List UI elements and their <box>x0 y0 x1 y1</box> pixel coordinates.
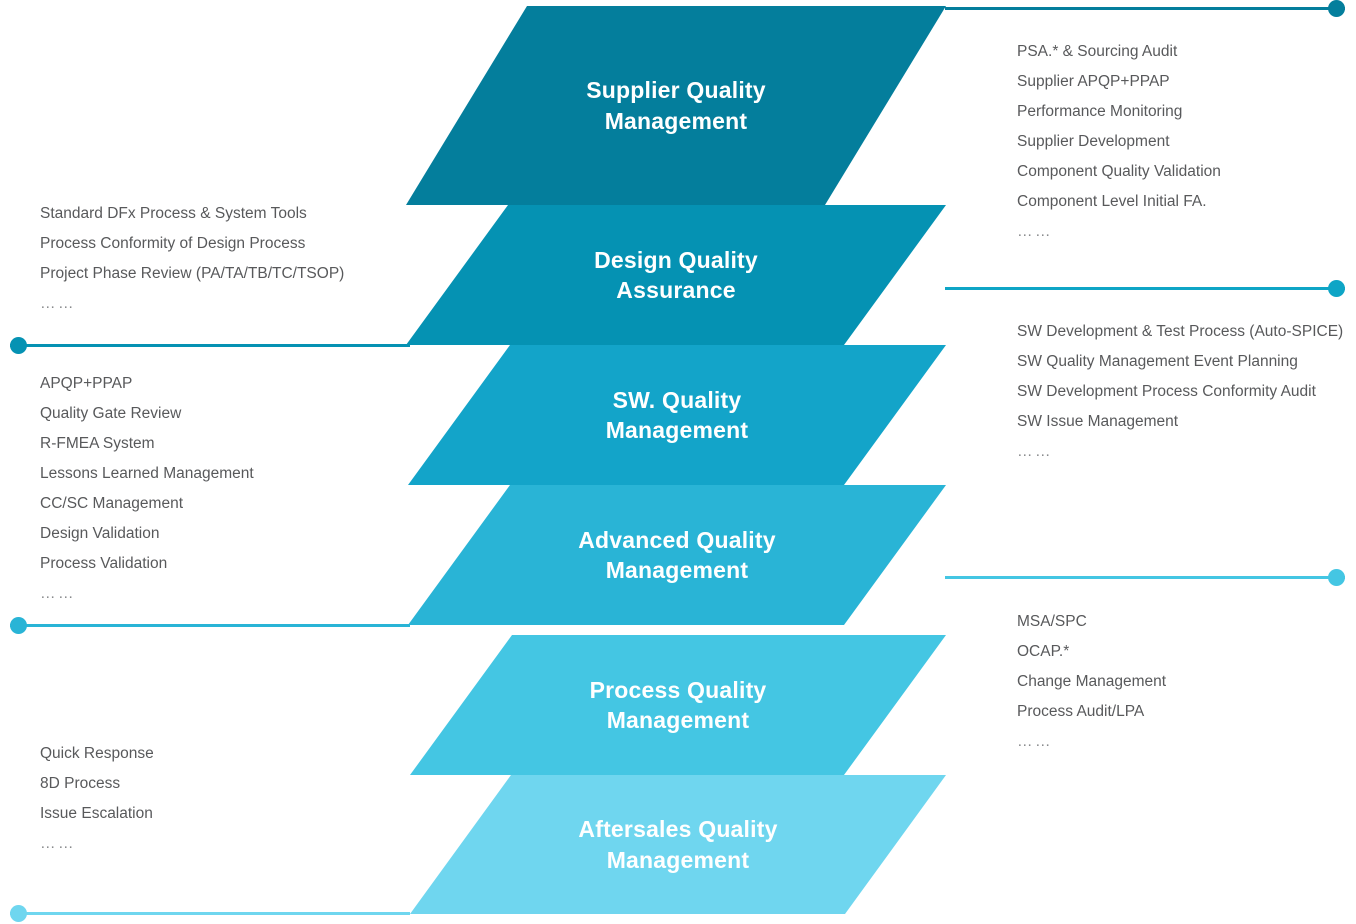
band-shape <box>408 485 946 625</box>
callout-item: Lessons Learned Management <box>40 465 254 482</box>
band-shape <box>410 635 946 775</box>
callout-right-process: MSA/SPC OCAP.* Change Management Process… <box>1017 607 1166 757</box>
connector-right-sw <box>945 280 1345 297</box>
connector-right-supplier <box>945 0 1345 17</box>
callout-item: Change Management <box>1017 673 1167 690</box>
callout-item-ellipsis: …… <box>1017 443 1053 460</box>
callout-item: Performance Monitoring <box>1017 103 1183 120</box>
band-shape <box>406 205 946 345</box>
callout-item: R-FMEA System <box>40 435 155 452</box>
connector-dot <box>1328 280 1345 297</box>
callout-item: Quick Response <box>40 745 154 762</box>
band-advanced-quality-management[interactable]: Advanced Quality Management <box>408 485 946 625</box>
callout-item: MSA/SPC <box>1017 613 1087 630</box>
connector-line <box>945 576 1345 579</box>
connector-line <box>945 7 1345 10</box>
band-sw-quality-management[interactable]: SW. Quality Management <box>408 345 946 485</box>
connector-dot <box>10 617 27 634</box>
band-process-quality-management[interactable]: Process Quality Management <box>410 635 946 775</box>
connector-left-design <box>10 337 410 354</box>
connector-line <box>945 287 1345 290</box>
connector-line <box>10 912 410 915</box>
callout-item: Component Quality Validation <box>1017 163 1221 180</box>
callout-item-ellipsis: …… <box>40 295 76 312</box>
callout-item: Process Conformity of Design Process <box>40 235 306 252</box>
callout-right-supplier: PSA.* & Sourcing Audit Supplier APQP+PPA… <box>1017 37 1221 247</box>
callout-left-design: Standard DFx Process & System Tools Proc… <box>40 199 344 319</box>
callout-item: Quality Gate Review <box>40 405 182 422</box>
connector-dot <box>1328 0 1345 17</box>
band-shape <box>408 345 946 485</box>
callout-left-advanced: APQP+PPAP Quality Gate Review R-FMEA Sys… <box>40 369 254 609</box>
callout-item: CC/SC Management <box>40 495 184 512</box>
band-aftersales-quality-management[interactable]: Aftersales Quality Management <box>410 775 946 914</box>
callout-item: SW Quality Management Event Planning <box>1017 353 1298 370</box>
callout-item: APQP+PPAP <box>40 375 133 392</box>
callout-item: Standard DFx Process & System Tools <box>40 205 307 222</box>
callout-item: Design Validation <box>40 525 160 542</box>
connector-left-aftersales <box>10 905 410 922</box>
band-supplier-quality-management[interactable]: Supplier Quality Management <box>406 6 946 205</box>
band-shape <box>410 775 946 914</box>
callout-item: Supplier APQP+PPAP <box>1017 73 1170 90</box>
connector-dot <box>10 905 27 922</box>
callout-item: Process Audit/LPA <box>1017 703 1145 720</box>
connector-dot <box>1328 569 1345 586</box>
callout-right-sw: SW Development & Test Process (Auto-SPIC… <box>1017 317 1343 467</box>
callout-item-ellipsis: …… <box>40 835 76 852</box>
connector-dot <box>10 337 27 354</box>
callout-item: Supplier Development <box>1017 133 1170 150</box>
callout-item: 8D Process <box>40 775 121 792</box>
callout-item: SW Development Process Conformity Audit <box>1017 383 1316 400</box>
connector-right-process <box>945 569 1345 586</box>
connector-left-advanced <box>10 617 410 634</box>
callout-item-ellipsis: …… <box>1017 733 1053 750</box>
connector-line <box>10 624 410 627</box>
connector-line <box>10 344 410 347</box>
callout-left-aftersales: Quick Response 8D Process Issue Escalati… <box>40 739 154 859</box>
callout-item: OCAP.* <box>1017 643 1070 660</box>
callout-item: Issue Escalation <box>40 805 153 822</box>
band-design-quality-assurance[interactable]: Design Quality Assurance <box>406 205 946 345</box>
callout-item: Project Phase Review (PA/TA/TB/TC/TSOP) <box>40 265 345 282</box>
callout-item-ellipsis: …… <box>1017 223 1053 240</box>
callout-item-ellipsis: …… <box>40 585 76 602</box>
callout-item: Process Validation <box>40 555 168 572</box>
callout-item: SW Development & Test Process (Auto-SPIC… <box>1017 323 1344 340</box>
callout-item: Component Level Initial FA. <box>1017 193 1207 210</box>
callout-item: SW Issue Management <box>1017 413 1179 430</box>
band-shape <box>406 6 946 205</box>
callout-item: PSA.* & Sourcing Audit <box>1017 43 1178 60</box>
